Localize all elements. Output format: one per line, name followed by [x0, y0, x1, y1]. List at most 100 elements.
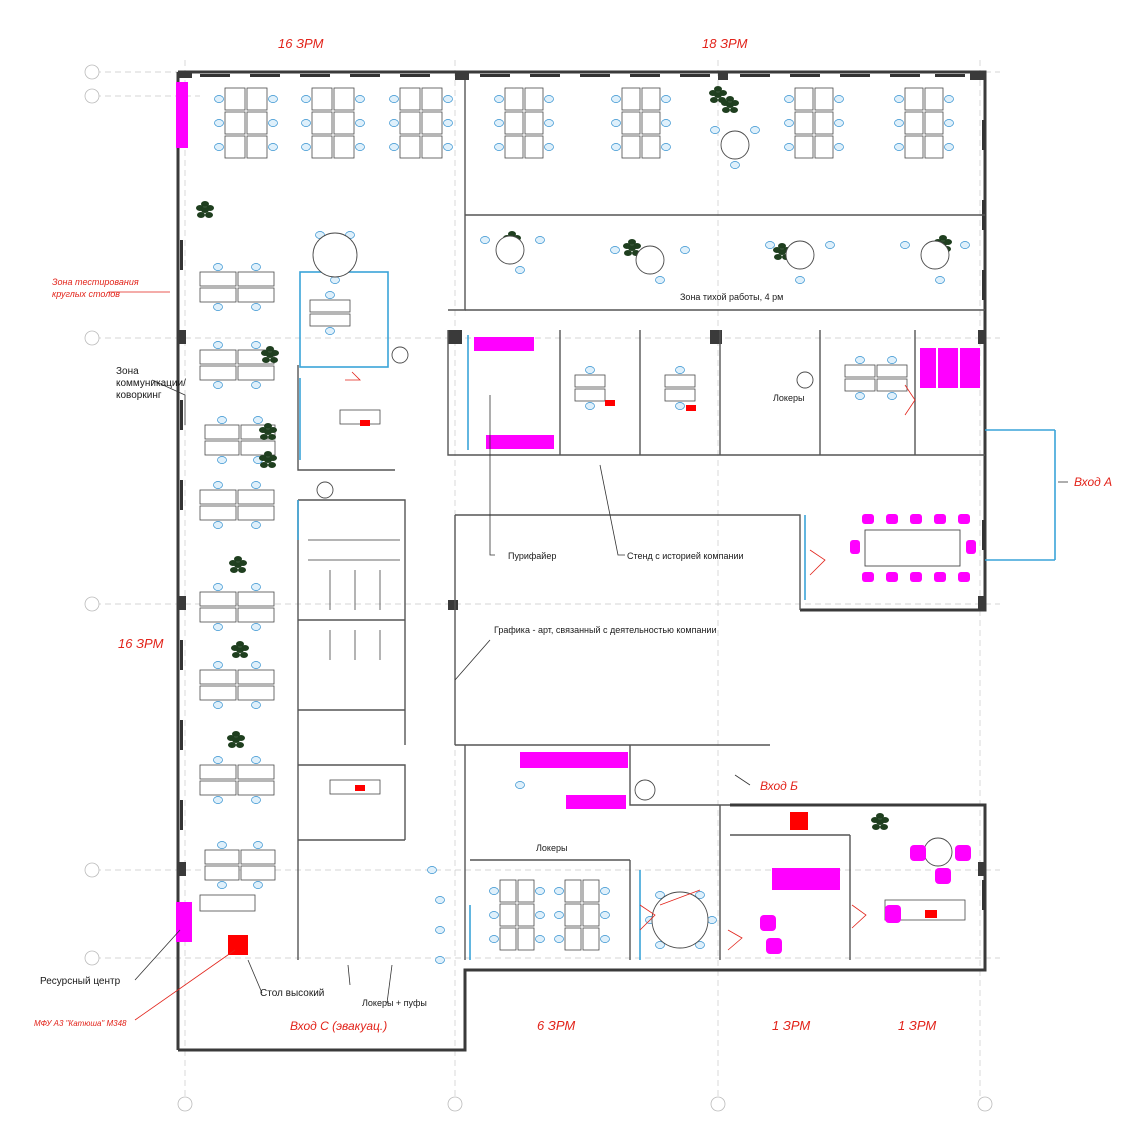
office-chair-icon: [251, 381, 261, 389]
office-chair-icon: [251, 796, 261, 804]
office-chair-icon: [707, 916, 717, 924]
desk-icon: [311, 111, 333, 135]
purifier-label: Пурифайер: [508, 551, 556, 561]
office-chair-icon: [834, 119, 844, 127]
desk-icon: [794, 87, 814, 111]
desk-icon: [876, 378, 908, 392]
office-chair-icon: [355, 143, 365, 151]
office-chair-icon: [330, 276, 340, 284]
desk-icon: [524, 111, 544, 135]
desk-icon: [564, 927, 582, 951]
office-chair-icon: [675, 366, 685, 374]
office-chair-icon: [855, 356, 865, 364]
office-chair-icon: [217, 881, 227, 889]
office-chair-icon: [301, 119, 311, 127]
office-chair-icon: [213, 341, 223, 349]
office-chair-icon: [695, 891, 705, 899]
office-chair-icon: [325, 327, 335, 335]
office-chair-icon: [214, 143, 224, 151]
office-chair-icon: [435, 956, 445, 964]
outer-walls: [176, 70, 987, 1052]
office-chair-icon: [301, 95, 311, 103]
desk-icon: [517, 927, 535, 951]
office-chair-icon: [213, 796, 223, 804]
desk-icon: [814, 135, 834, 159]
office-chair-icon: [887, 356, 897, 364]
workplaces-label-bottom-right-a: 1 ЗРМ: [772, 1018, 810, 1033]
desk-icon: [504, 135, 524, 159]
office-chair-icon: [435, 896, 445, 904]
office-chair-icon: [655, 891, 665, 899]
desk-icon: [199, 607, 237, 623]
desk-icon: [904, 111, 924, 135]
office-chair-icon: [960, 241, 970, 249]
office-chair-icon: [655, 276, 665, 284]
office-chair-icon: [217, 416, 227, 424]
office-chair-icon: [784, 95, 794, 103]
office-chair-icon: [213, 661, 223, 669]
office-chair-icon: [489, 911, 499, 919]
desk-icon: [582, 903, 600, 927]
office-chair-icon: [680, 246, 690, 254]
plant-icon: [871, 813, 889, 830]
desk-icon: [421, 111, 443, 135]
desk-icon: [664, 388, 696, 402]
office-chair-icon: [213, 263, 223, 271]
coworking-label-line1: Зона: [116, 366, 139, 377]
office-chair-icon: [765, 241, 775, 249]
office-chair-icon: [443, 95, 453, 103]
office-chair-icon: [944, 143, 954, 151]
office-chair-icon: [251, 341, 261, 349]
partitions: [297, 80, 985, 960]
desk-icon: [399, 111, 421, 135]
office-chair-icon: [554, 935, 564, 943]
office-chair-icon: [251, 481, 261, 489]
desk-icon: [517, 903, 535, 927]
desk-icon: [904, 135, 924, 159]
desk-icon: [504, 111, 524, 135]
window-strips: [180, 74, 985, 910]
desk-icon: [246, 87, 268, 111]
office-chair-icon: [610, 246, 620, 254]
office-chair-icon: [213, 701, 223, 709]
desk-icon: [421, 87, 443, 111]
office-chair-icon: [730, 161, 740, 169]
highlighted-furniture: [176, 82, 980, 955]
resource-center-label: Ресурсный центр: [40, 976, 121, 987]
desk-icon: [204, 424, 240, 440]
office-chair-icon: [213, 303, 223, 311]
office-chair-icon: [268, 119, 278, 127]
office-chair-icon: [251, 623, 261, 631]
office-chair-icon: [443, 143, 453, 151]
office-chair-icon: [611, 119, 621, 127]
desk-icon: [237, 607, 275, 623]
desk-icon: [333, 87, 355, 111]
office-chair-icon: [213, 756, 223, 764]
office-chair-icon: [213, 583, 223, 591]
desk-icon: [237, 764, 275, 780]
round-tables-zone-label-line2: круглых столов: [52, 289, 120, 299]
desk-icon: [524, 135, 544, 159]
plant-icons: [196, 86, 952, 830]
office-chairs: [213, 95, 970, 964]
office-chair-icon: [494, 143, 504, 151]
desk-icon: [924, 111, 944, 135]
desk-icon: [199, 287, 237, 303]
desk-icon: [621, 111, 641, 135]
quiet-zone-label: Зона тихой работы, 4 рм: [680, 292, 783, 302]
desk-icon: [199, 669, 237, 685]
office-chair-icon: [389, 119, 399, 127]
office-chair-icon: [855, 392, 865, 400]
office-chair-icon: [515, 781, 525, 789]
office-chair-icon: [750, 126, 760, 134]
office-chair-icon: [213, 481, 223, 489]
desk-icon: [333, 111, 355, 135]
desk-icon: [204, 849, 240, 865]
desk-icon: [499, 903, 517, 927]
office-chair-icon: [544, 95, 554, 103]
round-tables-zone-label-line1: Зона тестирования: [52, 277, 139, 287]
conference-table: [864, 529, 961, 567]
office-chair-icon: [427, 866, 437, 874]
red-callouts: 16 ЗРМ 18 ЗРМ 16 ЗРМ 6 ЗРМ 1 ЗРМ 1 ЗРМ З…: [34, 36, 1112, 1033]
office-chair-icon: [251, 583, 261, 591]
